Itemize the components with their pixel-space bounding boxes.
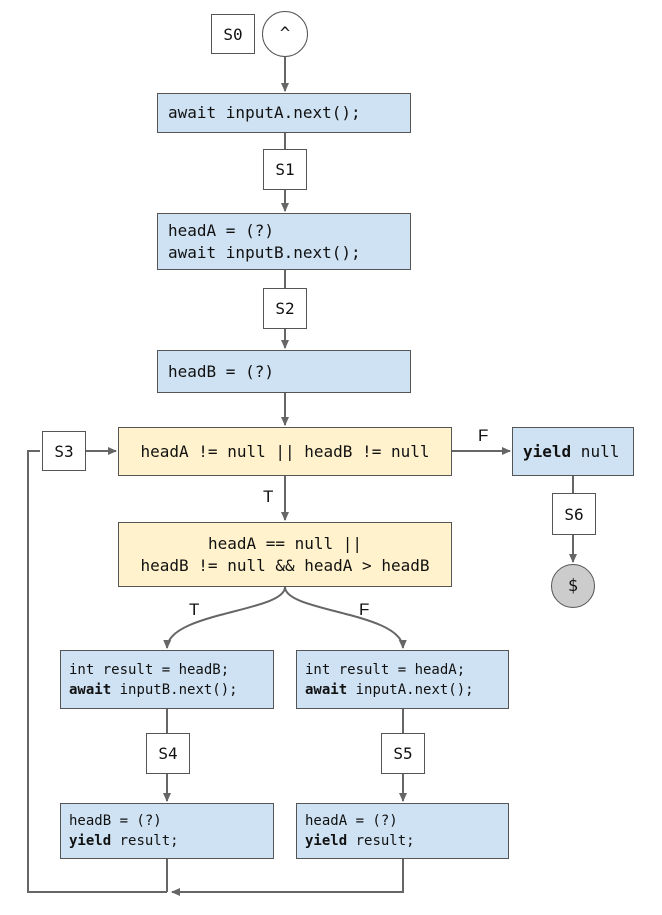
state-s3: S3 [42,431,86,471]
edge-cmp-true [163,586,286,649]
await-input-a-box: await inputA.next(); [157,93,411,133]
keyword: yield [305,833,348,849]
head-a-box: headA = (?) await inputB.next(); [157,213,411,270]
keyword: await [69,681,112,698]
box-line: headA == null || [207,533,363,553]
box-line: await inputB.next(); [168,242,361,262]
compare-condition-box: headA == null || headB != null && headA … [118,522,452,587]
box-text: inputB.next(); [111,681,238,698]
head-b-box: headB = (?) [157,350,411,393]
state-s2: S2 [263,288,307,329]
box-line: await inputB.next(); [69,680,273,700]
keyword: yield [69,833,112,849]
state-s1: S1 [263,149,307,190]
box-line: yield null [523,441,633,463]
take-a-box: int result = headA; await inputA.next(); [296,650,509,709]
box-line: headA = (?) [168,220,274,240]
box-text: inputA.next(); [347,681,474,698]
box-line: yield result; [69,831,273,851]
state-s4: S4 [146,733,190,774]
box-line: await inputA.next(); [168,103,361,122]
loop-condition-box: headA != null || headB != null [118,427,452,476]
box-text: result; [347,833,415,849]
label-compare-true: T [189,600,200,619]
box-line: headB != null && headA > headB [140,555,430,575]
yield-a-result-box: headA = (?) yield result; [296,803,509,859]
box-line: yield result; [305,831,508,851]
box-text: null [571,441,620,461]
box-line: headA != null || headB != null [140,441,430,461]
box-line: await inputA.next(); [305,680,508,700]
keyword: yield [523,441,572,461]
label-loop-true: T [263,487,274,506]
edge-cmp-false [284,586,407,649]
state-s0: S0 [211,14,255,54]
start-node: ^ [262,11,308,57]
box-line: headB = (?) [168,361,274,381]
edge-right-merge [171,859,404,896]
box-line: headB = (?) [69,813,162,829]
keyword: await [305,681,348,698]
yield-b-result-box: headB = (?) yield result; [60,803,274,859]
take-b-box: int result = headB; await inputB.next(); [60,650,274,709]
label-compare-false: F [359,600,370,619]
label-loop-false: F [478,426,489,445]
end-node: $ [551,564,595,608]
box-line: headA = (?) [305,813,398,829]
box-text: result; [111,833,179,849]
state-s6: S6 [552,493,596,535]
box-line: int result = headB; [69,661,230,678]
box-line: int result = headA; [305,661,466,678]
yield-null-box: yield null [512,427,634,476]
edge-loop-back [27,450,167,893]
state-s5: S5 [381,733,425,774]
